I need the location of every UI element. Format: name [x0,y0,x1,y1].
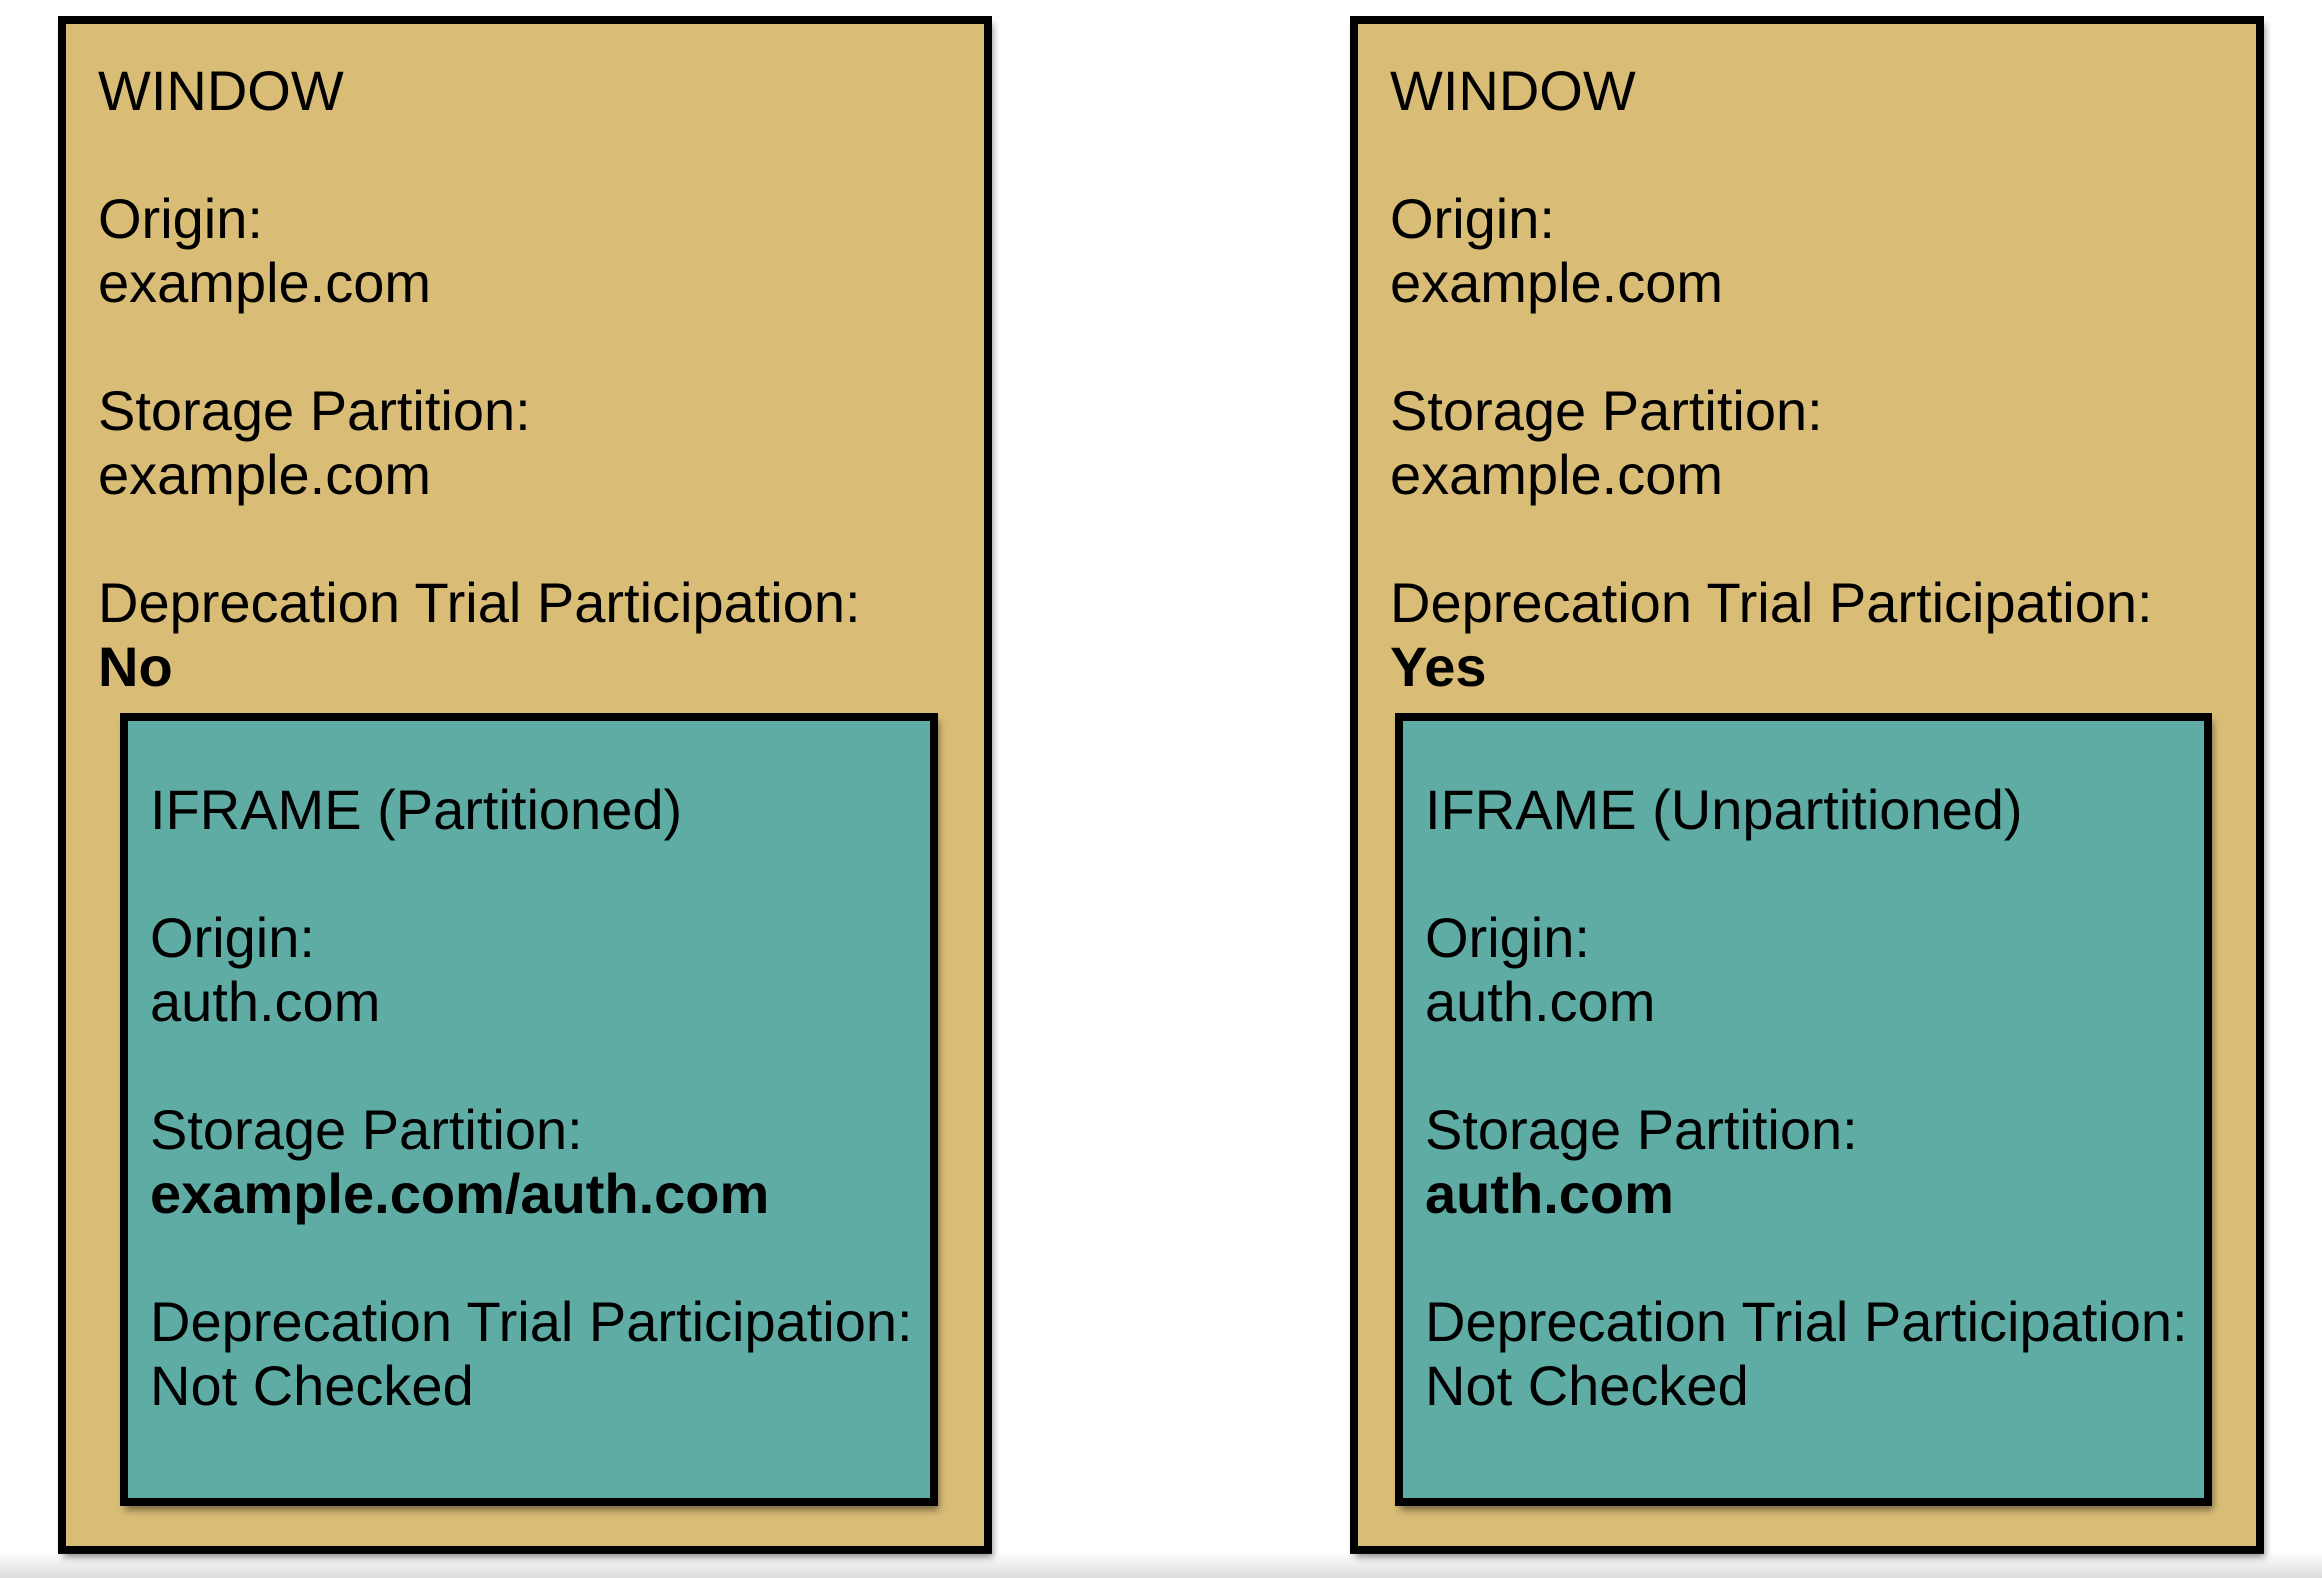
field-origin: Origin: auth.com [150,906,914,1034]
field-value: auth.com [1425,1162,1674,1225]
field-label: Origin: [98,187,263,250]
field-label: Origin: [150,906,315,969]
field-value: auth.com [1425,970,1656,1033]
iframe-title: IFRAME (Unpartitioned) [1425,778,2023,841]
field-value: example.com [98,251,432,314]
field-label: Storage Partition: [150,1098,583,1161]
field-label: Storage Partition: [1425,1098,1858,1161]
field-value: Not Checked [150,1354,474,1417]
field-deprecation-trial: Deprecation Trial Participation: No [98,571,968,699]
field-value: Yes [1390,635,1487,698]
field-storage-partition: Storage Partition: example.com [1390,379,2240,507]
field-origin: Origin: auth.com [1425,906,2188,1034]
field-value: example.com/auth.com [150,1162,770,1225]
window-title: WINDOW [1390,59,1636,122]
field-value: Not Checked [1425,1354,1749,1417]
field-label: Deprecation Trial Participation: [1390,571,2153,634]
window-right-text: WINDOW Origin: example.com Storage Parti… [1390,59,2240,699]
field-value: auth.com [150,970,381,1033]
field-label: Deprecation Trial Participation: [98,571,861,634]
iframe-unpartitioned-text: IFRAME (Unpartitioned) Origin: auth.com … [1425,778,2188,1418]
field-label: Storage Partition: [98,379,531,442]
window-title: WINDOW [98,59,344,122]
field-deprecation-trial: Deprecation Trial Participation: Not Che… [150,1290,914,1418]
window-box-right: WINDOW Origin: example.com Storage Parti… [1350,16,2264,1554]
window-left-text: WINDOW Origin: example.com Storage Parti… [98,59,968,699]
field-label: Origin: [1425,906,1590,969]
field-storage-partition: Storage Partition: example.com/auth.com [150,1098,914,1226]
field-deprecation-trial: Deprecation Trial Participation: Yes [1390,571,2240,699]
field-value: example.com [1390,443,1724,506]
field-value: example.com [1390,251,1724,314]
field-origin: Origin: example.com [98,187,968,315]
iframe-title: IFRAME (Partitioned) [150,778,683,841]
field-origin: Origin: example.com [1390,187,2240,315]
iframe-partitioned-text: IFRAME (Partitioned) Origin: auth.com St… [150,778,914,1418]
field-label: Deprecation Trial Participation: [150,1290,913,1353]
iframe-box-partitioned: IFRAME (Partitioned) Origin: auth.com St… [120,713,938,1506]
field-label: Deprecation Trial Participation: [1425,1290,2188,1353]
field-label: Storage Partition: [1390,379,1823,442]
field-value: example.com [98,443,432,506]
iframe-box-unpartitioned: IFRAME (Unpartitioned) Origin: auth.com … [1395,713,2212,1506]
field-storage-partition: Storage Partition: example.com [98,379,968,507]
field-storage-partition: Storage Partition: auth.com [1425,1098,2188,1226]
field-value: No [98,635,173,698]
field-deprecation-trial: Deprecation Trial Participation: Not Che… [1425,1290,2188,1418]
field-label: Origin: [1390,187,1555,250]
window-box-left: WINDOW Origin: example.com Storage Parti… [58,16,992,1554]
